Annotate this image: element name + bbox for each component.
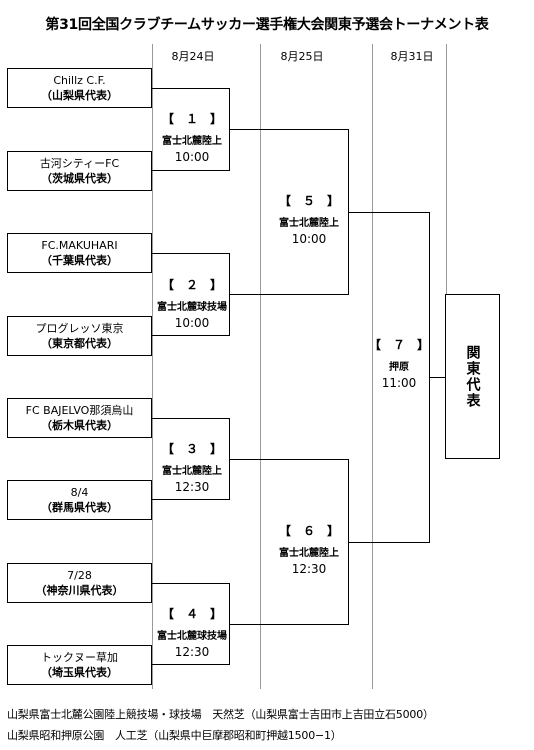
column-divider [260, 44, 261, 689]
match-venue: 富士北麓陸上 [162, 466, 222, 477]
column-divider [372, 44, 373, 689]
team-box-3: FC.MAKUHARI （千葉県代表） [7, 233, 152, 273]
team-box-4: プログレッソ東京 （東京都代表） [7, 316, 152, 356]
team-box-1: Chillz C.F. （山梨県代表） [7, 68, 152, 108]
bracket-line-final [429, 377, 445, 378]
date-round1: 8月24日 [171, 50, 215, 63]
team-name: 古河シティーFC [39, 157, 120, 170]
match-7-label: 【 ７ 】 押原 11:00 [359, 336, 439, 392]
team-prefecture: （茨城県代表） [41, 172, 118, 185]
match-6-label: 【 ６ 】 富士北麓陸上 12:30 [269, 522, 349, 578]
match-number: 【 ３ 】 [161, 442, 222, 456]
match-number: 【 ６ 】 [278, 524, 339, 538]
match-time: 10:00 [174, 150, 210, 164]
team-name: Chillz C.F. [53, 74, 106, 87]
team-name: プログレッソ東京 [35, 322, 124, 335]
team-prefecture: （埼玉県代表） [41, 666, 118, 679]
match-4-label: 【 ４ 】 富士北麓球技場 12:30 [152, 605, 232, 661]
venue-note-2: 山梨県昭和押原公園 人工芝（山梨県中巨摩郡昭和町押越1500−1） [7, 729, 342, 742]
kanto-representative-label: 関東代表 [464, 344, 481, 409]
match-number: 【 ２ 】 [161, 278, 222, 292]
kanto-representative-box: 関東代表 [445, 294, 500, 459]
column-divider [446, 44, 447, 294]
column-divider [152, 44, 153, 689]
match-number: 【 ５ 】 [278, 194, 339, 208]
match-5-label: 【 ５ 】 富士北麓陸上 10:00 [269, 192, 349, 248]
match-venue: 富士北麓球技場 [157, 302, 227, 313]
match-time: 10:00 [291, 232, 327, 246]
match-3-label: 【 ３ 】 富士北麓陸上 12:30 [152, 440, 232, 496]
team-prefecture: （東京都代表） [41, 337, 118, 350]
page-title: 第31回全国クラブチームサッカー選手権大会関東予選会トーナメント表 [45, 17, 489, 33]
team-box-2: 古河シティーFC （茨城県代表） [7, 151, 152, 191]
team-prefecture: （神奈川県代表） [35, 584, 124, 597]
match-venue: 富士北麓陸上 [162, 136, 222, 147]
team-box-6: 8/4 （群馬県代表） [7, 480, 152, 520]
match-1-label: 【 １ 】 富士北麓陸上 10:00 [152, 110, 232, 166]
match-time: 10:00 [174, 316, 210, 330]
venue-note-1: 山梨県富士北麓公園陸上競技場・球技場 天然芝（山梨県富士吉田市上吉田立石5000… [7, 708, 434, 721]
team-prefecture: （千葉県代表） [41, 254, 118, 267]
team-box-7: 7/28 （神奈川県代表） [7, 563, 152, 603]
match-number: 【 ４ 】 [161, 607, 222, 621]
match-2-label: 【 ２ 】 富士北麓球技場 10:00 [152, 276, 232, 332]
team-prefecture: （群馬県代表） [41, 501, 118, 514]
match-venue: 富士北麓陸上 [279, 548, 339, 559]
match-time: 12:30 [174, 645, 210, 659]
match-time: 12:30 [174, 480, 210, 494]
team-name: 8/4 [70, 486, 89, 499]
team-name: FC BAJELVO那須烏山 [25, 404, 134, 417]
match-time: 12:30 [291, 562, 327, 576]
match-number: 【 ７ 】 [368, 338, 429, 352]
team-name: 7/28 [67, 569, 92, 582]
team-name: FC.MAKUHARI [41, 239, 118, 252]
match-number: 【 １ 】 [161, 112, 222, 126]
match-venue: 富士北麓球技場 [157, 631, 227, 642]
date-round2: 8月25日 [280, 50, 324, 63]
match-venue: 富士北麓陸上 [279, 218, 339, 229]
match-time: 11:00 [381, 376, 417, 390]
team-box-5: FC BAJELVO那須烏山 （栃木県代表） [7, 398, 152, 438]
team-name: トックヌー草加 [41, 651, 118, 664]
date-final: 8月31日 [390, 50, 434, 63]
team-prefecture: （栃木県代表） [41, 419, 118, 432]
team-prefecture: （山梨県代表） [41, 89, 118, 102]
match-venue: 押原 [389, 362, 409, 373]
team-box-8: トックヌー草加 （埼玉県代表） [7, 645, 152, 685]
